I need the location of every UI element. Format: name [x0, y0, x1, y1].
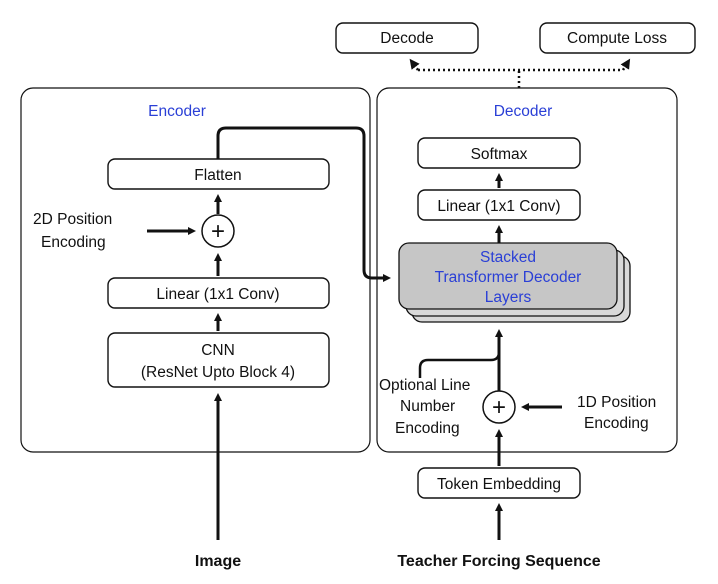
decoder-linear-label: Linear (1x1 Conv)	[437, 198, 560, 215]
cnn-label-line1: CNN	[201, 342, 235, 359]
2d-position-encoding-label-line2: Encoding	[41, 234, 106, 251]
2d-position-encoding-label-line1: 2D Position	[33, 211, 112, 228]
decoder-arrows	[418, 173, 562, 540]
compute-loss-label: Compute Loss	[567, 30, 667, 47]
encoder-linear-box: Linear (1x1 Conv)	[107, 277, 330, 309]
compute-loss-box: Compute Loss	[539, 22, 696, 54]
stacked-label-line3: Layers	[485, 289, 532, 306]
decoder-plus-node: +	[482, 390, 516, 424]
encoder-title: Encoder	[148, 103, 206, 120]
encoder-linear-label: Linear (1x1 Conv)	[156, 286, 279, 303]
encoder-plus-symbol: +	[211, 218, 225, 245]
token-embedding-label: Token Embedding	[437, 476, 561, 493]
encoder-to-decoder-connector	[216, 126, 391, 282]
optional-line-number-label-line1: Optional Line	[379, 377, 470, 394]
optional-line-number-label-line2: Number	[400, 398, 455, 415]
stacked-label-line2: Transformer Decoder	[435, 269, 582, 286]
output-dotted-connector	[409, 58, 631, 88]
cnn-label-line2: (ResNet Upto Block 4)	[141, 364, 295, 381]
encoder-panel: Encoder	[20, 87, 371, 453]
cnn-box: CNN (ResNet Upto Block 4)	[107, 332, 330, 388]
decoder-linear-box: Linear (1x1 Conv)	[417, 189, 581, 221]
stacked-decoder-layers: Stacked Transformer Decoder Layers	[398, 242, 631, 323]
optional-line-number-label-line3: Encoding	[395, 420, 460, 437]
stacked-label-line1: Stacked	[480, 249, 536, 266]
decode-label: Decode	[380, 30, 433, 47]
decoder-plus-symbol: +	[492, 394, 506, 421]
softmax-box: Softmax	[417, 137, 581, 169]
decoder-title: Decoder	[494, 103, 553, 120]
softmax-label: Softmax	[471, 146, 528, 163]
token-embedding-box: Token Embedding	[417, 467, 581, 499]
teacher-forcing-input-label: Teacher Forcing Sequence	[397, 553, 600, 570]
decode-box: Decode	[335, 22, 479, 54]
flatten-box: Flatten	[107, 158, 330, 190]
1d-position-encoding-label-line2: Encoding	[584, 415, 649, 432]
image-input-label: Image	[195, 553, 241, 570]
1d-position-encoding-label-line1: 1D Position	[577, 394, 656, 411]
flatten-label: Flatten	[194, 167, 241, 184]
encoder-plus-node: +	[201, 214, 235, 248]
encoder-arrows	[147, 194, 222, 540]
